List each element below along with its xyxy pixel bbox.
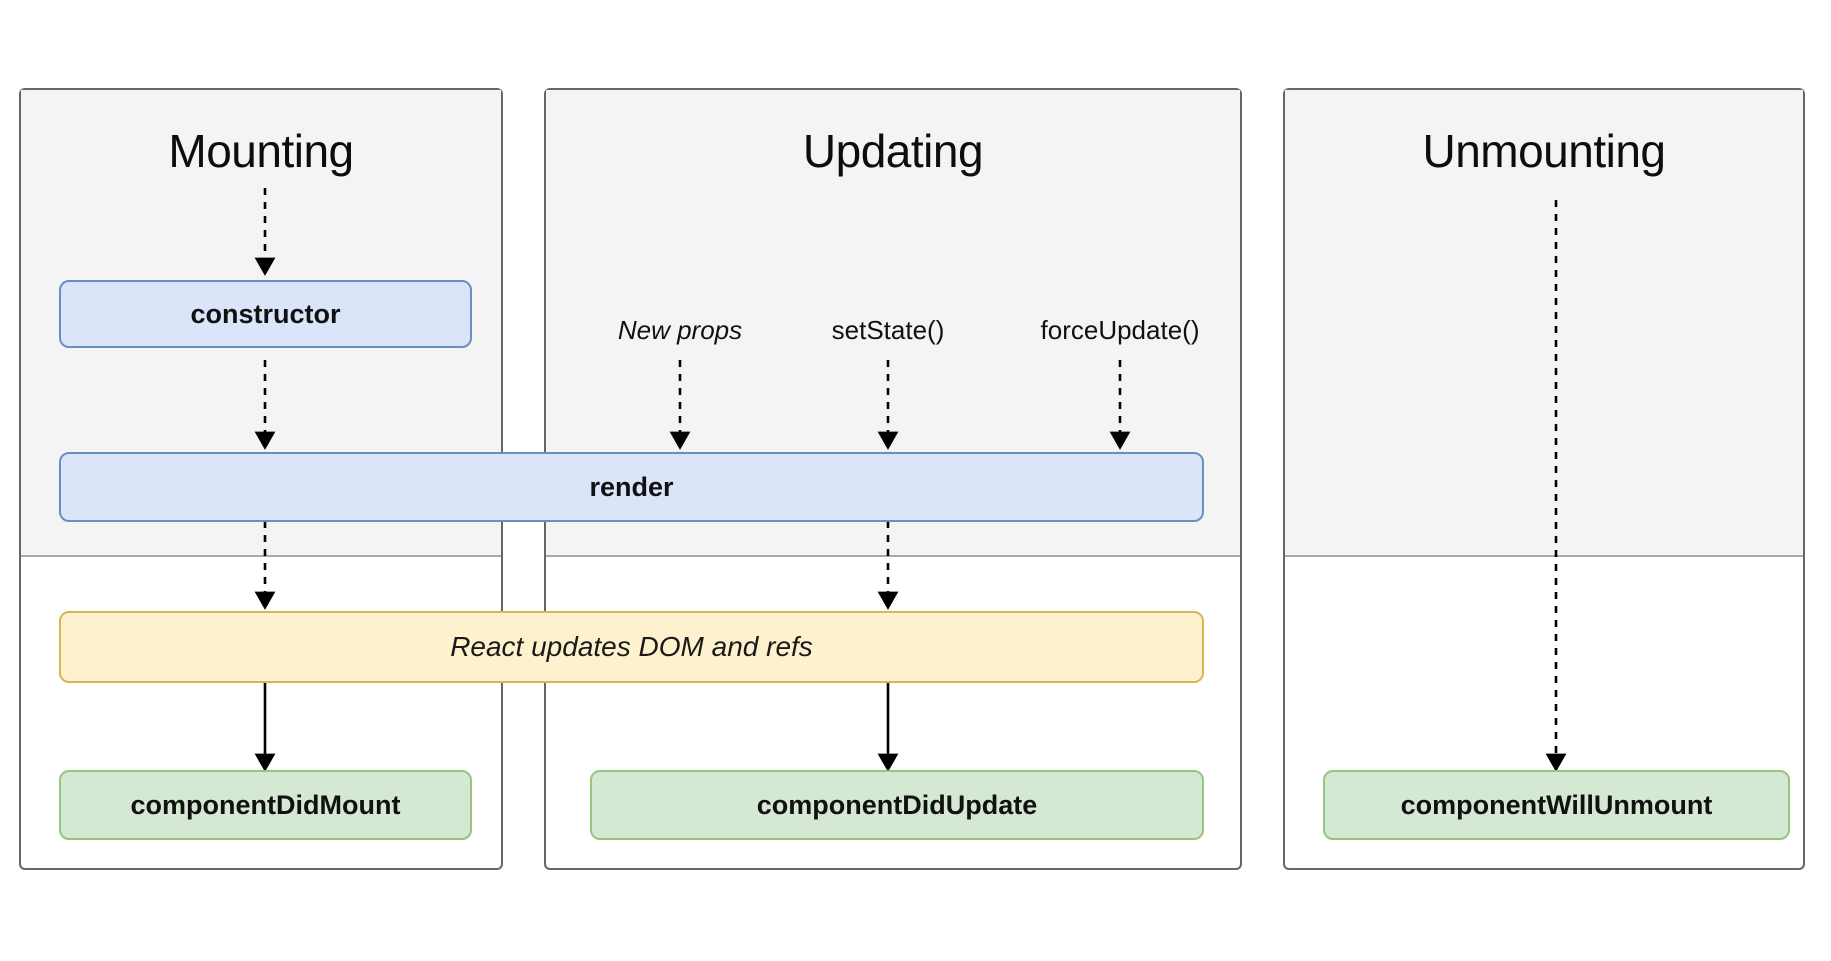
- box-constructor[interactable]: constructor: [59, 280, 472, 348]
- box-render[interactable]: render: [59, 452, 1204, 522]
- box-component-did-mount[interactable]: componentDidMount: [59, 770, 472, 840]
- trigger-label-force-update: forceUpdate(): [1040, 315, 1200, 345]
- panel-title-mounting: Mounting: [168, 125, 354, 177]
- box-component-did-update[interactable]: componentDidUpdate: [590, 770, 1204, 840]
- box-component-will-unmount[interactable]: componentWillUnmount: [1323, 770, 1790, 840]
- trigger-label-new-props: New props: [617, 315, 743, 345]
- panel-title-unmounting: Unmounting: [1422, 125, 1666, 177]
- panel-title-updating: Updating: [802, 125, 984, 177]
- panel-unmounting: [1283, 88, 1805, 870]
- trigger-label-set-state: setState(): [831, 315, 945, 345]
- box-react-updates-dom-and-refs[interactable]: React updates DOM and refs: [59, 611, 1204, 683]
